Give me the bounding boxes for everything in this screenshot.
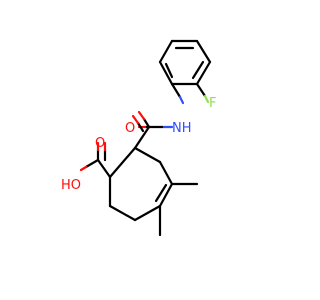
- amide-nh-label: NH: [172, 121, 192, 136]
- bond: [133, 204, 162, 222]
- bond: [178, 95, 185, 105]
- bond: [158, 39, 174, 64]
- bond: [154, 183, 168, 203]
- bond: [137, 110, 146, 121]
- bond: [108, 204, 137, 222]
- bond: [158, 60, 174, 86]
- bond: [195, 39, 212, 64]
- bond: [96, 158, 112, 179]
- bond: [131, 114, 140, 125]
- bond: [170, 82, 182, 99]
- bond: [84, 158, 100, 169]
- bond: [195, 60, 212, 86]
- bond: [133, 125, 151, 150]
- molecule-diagram: F NH O O HO: [61, 39, 216, 237]
- acid-oxygen-label: O: [95, 136, 105, 151]
- acid-hydroxyl-label: HO: [61, 178, 81, 193]
- bond: [164, 62, 174, 79]
- bond: [158, 182, 174, 208]
- bond: [158, 160, 174, 186]
- fluorine-label: F: [209, 96, 216, 111]
- fluorophenyl-ring: [158, 39, 212, 86]
- bond: [203, 94, 210, 104]
- bond: [142, 117, 151, 129]
- bond: [79, 165, 88, 172]
- bond: [191, 60, 205, 80]
- bond: [108, 146, 137, 179]
- bond: [136, 121, 145, 133]
- amide-oxygen-label: O: [125, 121, 135, 136]
- bond: [195, 82, 207, 98]
- cyclohexene-ring: [108, 146, 174, 222]
- molecule-structure: F NH O O HO: [61, 39, 216, 237]
- bond: [133, 146, 162, 164]
